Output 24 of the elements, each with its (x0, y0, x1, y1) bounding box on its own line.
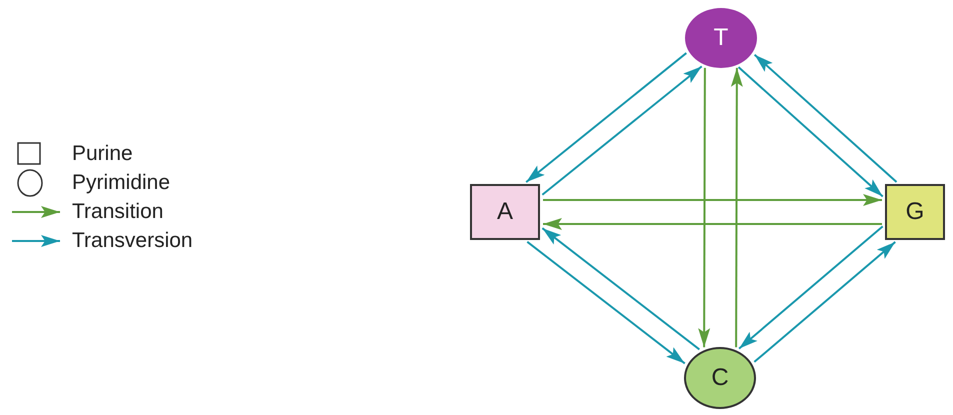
arrow (738, 226, 884, 350)
arrow (526, 52, 687, 183)
arrow (526, 241, 686, 364)
arrow (542, 66, 702, 196)
arrow (543, 218, 882, 230)
legend-label: Purine (72, 143, 133, 164)
base-letter: G (906, 200, 924, 224)
legend-label: Pyrimidine (72, 172, 170, 193)
circle-node (685, 8, 757, 68)
base-letter: A (496, 200, 513, 224)
arrow (754, 54, 898, 183)
base-letter: C (711, 366, 729, 390)
circle-node (684, 347, 756, 409)
base-letter: T (714, 26, 728, 50)
legend-label: Transversion (72, 230, 193, 251)
arrow (543, 194, 882, 206)
arrow (730, 68, 743, 348)
legend-label: Transition (72, 201, 164, 222)
arrow (754, 241, 896, 363)
arrow (542, 227, 700, 350)
square-node (885, 184, 945, 240)
square-node (470, 184, 540, 240)
arrow (698, 68, 710, 348)
arrow (738, 66, 884, 198)
